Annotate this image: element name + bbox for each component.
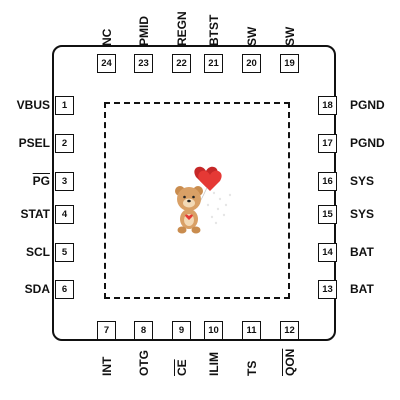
pin-11-box: 11: [242, 321, 261, 340]
pin-16-label: SYS: [350, 174, 375, 188]
pin-24-label: NC: [100, 28, 114, 46]
pin-22-box: 22: [172, 54, 191, 73]
teddy-bear-heart-balloon-icon: [175, 166, 232, 234]
pin-12-label: QON: [283, 348, 297, 376]
pin-17-label: PGND: [350, 136, 385, 150]
pin-12-box: 12: [280, 321, 299, 340]
pin-17-box: 17: [318, 134, 337, 153]
dots-decoration: [206, 191, 232, 225]
pin-5-box: 5: [55, 243, 74, 262]
heart-balloon-front: [198, 170, 222, 191]
pin-13-box: 13: [318, 280, 337, 299]
teddy-bear: [175, 186, 203, 234]
pin-3-label: PG: [32, 174, 50, 188]
pin-8-box: 8: [134, 321, 153, 340]
pin-11-label: TS: [245, 360, 259, 376]
pin-19-box: 19: [280, 54, 299, 73]
exposed-thermal-pad: [104, 102, 290, 299]
pin-9-label: CE: [175, 359, 189, 376]
pin-20-box: 20: [242, 54, 261, 73]
pin-3-box: 3: [55, 172, 74, 191]
pin-2-label: PSEL: [18, 136, 50, 150]
pin-1-box: 1: [55, 96, 74, 115]
ic-package-outline: [52, 45, 336, 341]
pin-14-box: 14: [318, 243, 337, 262]
pin-18-label: PGND: [350, 98, 385, 112]
pin-10-box: 10: [204, 321, 223, 340]
pin-7-label: INT: [100, 356, 114, 376]
pin-7-box: 7: [97, 321, 116, 340]
pin-14-label: BAT: [350, 245, 374, 259]
pin-18-box: 18: [318, 96, 337, 115]
pin-24-box: 24: [97, 54, 116, 73]
pin-2-box: 2: [55, 134, 74, 153]
pin-5-label: SCL: [26, 245, 50, 259]
pin-9-box: 9: [172, 321, 191, 340]
pin-16-box: 16: [318, 172, 337, 191]
pin-1-label: VBUS: [16, 98, 50, 112]
pin-10-label: ILIM: [207, 352, 221, 376]
pin-22-label: REGN: [175, 11, 189, 46]
pin-21-box: 21: [204, 54, 223, 73]
pin-21-label: BTST: [207, 14, 221, 46]
pin-19-label: SW: [283, 26, 297, 46]
pin-6-label: SDA: [24, 282, 50, 296]
pin-15-box: 15: [318, 205, 337, 224]
pin-4-box: 4: [55, 205, 74, 224]
pin-13-label: BAT: [350, 282, 374, 296]
pin-15-label: SYS: [350, 207, 375, 221]
pin-6-box: 6: [55, 280, 74, 299]
pin-23-label: PMID: [137, 16, 151, 46]
pin-20-label: SW: [245, 26, 259, 46]
pin-8-label: OTG: [137, 350, 151, 376]
pin-4-label: STAT: [20, 207, 50, 221]
pin-23-box: 23: [134, 54, 153, 73]
